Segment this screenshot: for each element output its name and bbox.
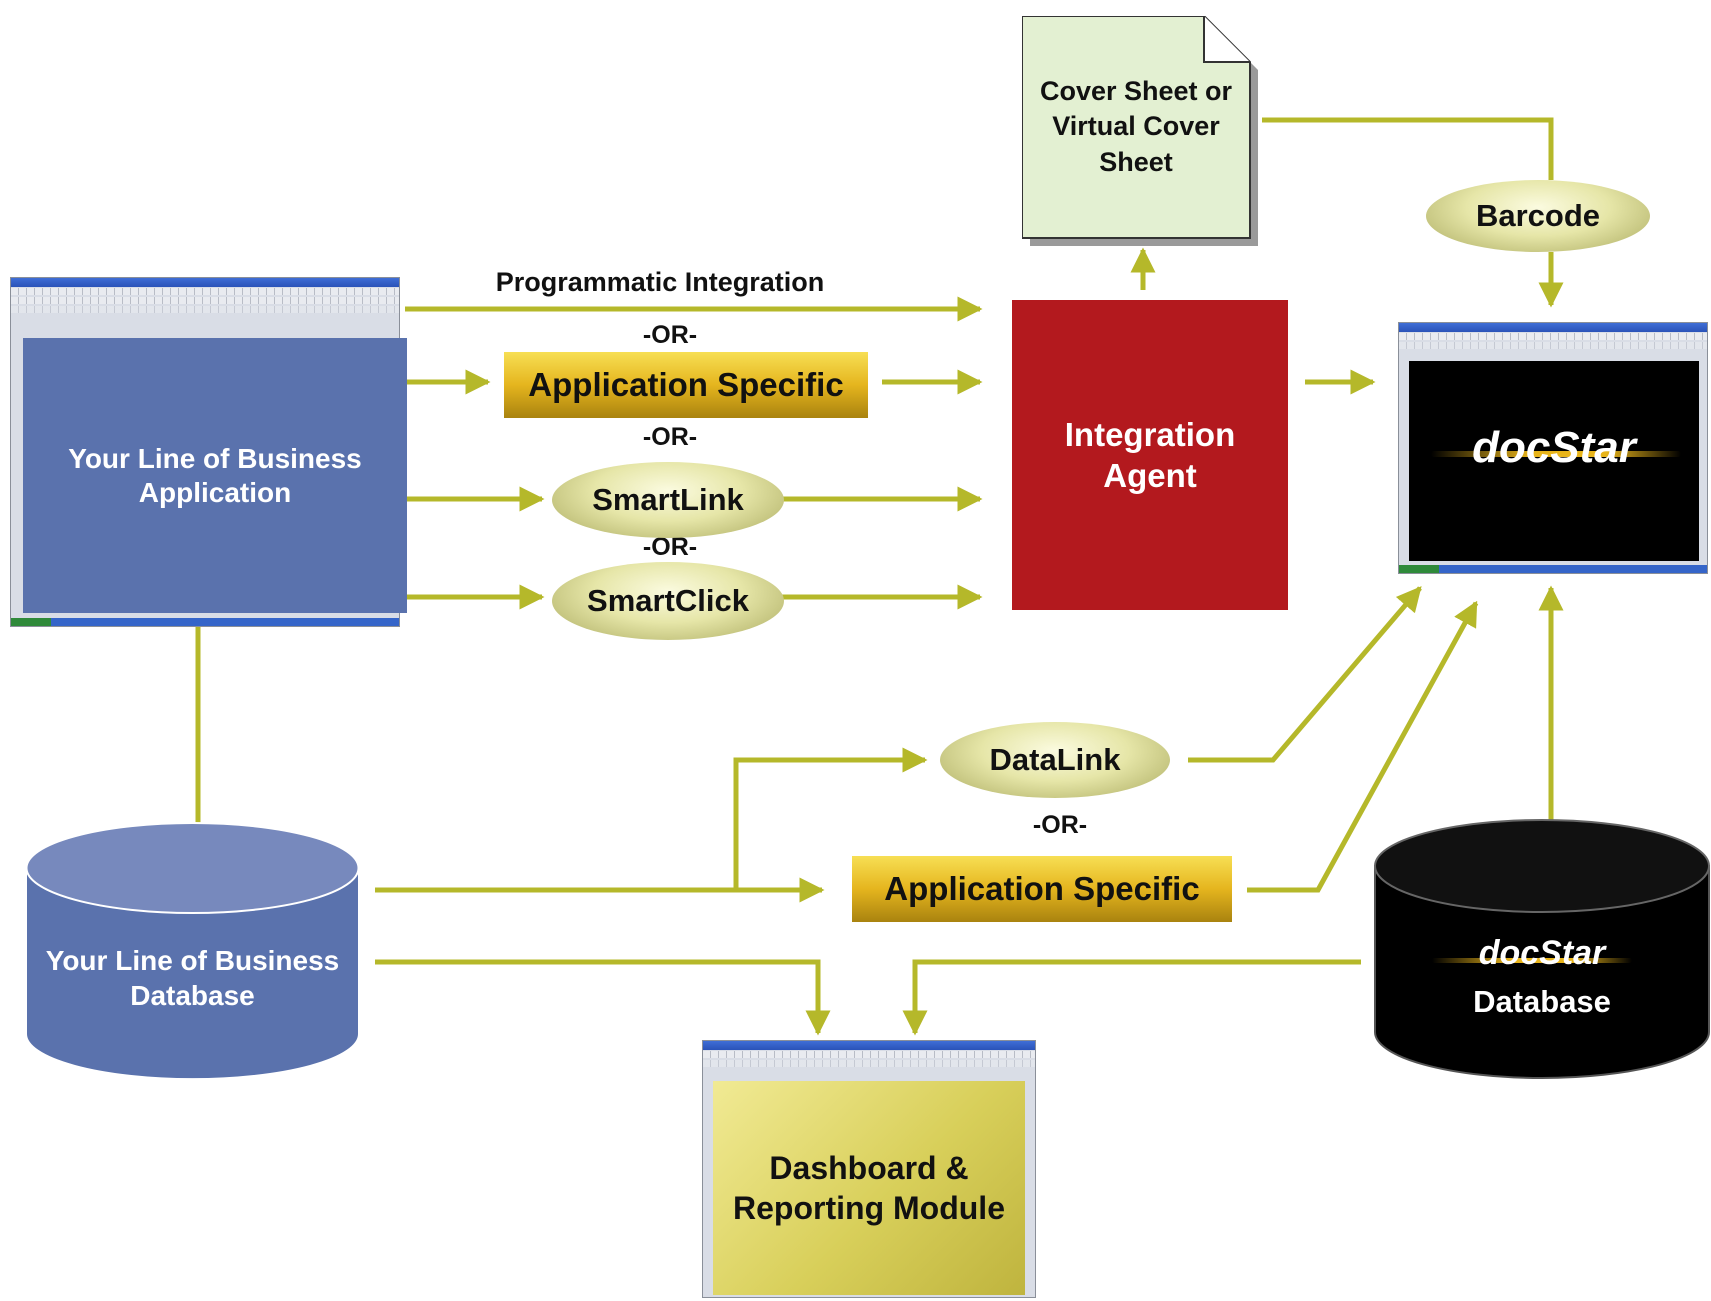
application-specific-box: Application Specific xyxy=(852,856,1232,922)
or-label: -OR- xyxy=(1032,810,1088,839)
window-toolbar xyxy=(11,306,399,313)
docstar-window: docStar xyxy=(1398,322,1708,574)
arrow-datalink-to-docstar xyxy=(1188,586,1422,763)
docstar-logo: docStar xyxy=(1478,934,1606,972)
dashboard-label: Dashboard & Reporting Module xyxy=(733,1150,1005,1226)
integration-agent-box: Integration Agent xyxy=(1012,300,1288,610)
smartclick-ellipse: SmartClick xyxy=(552,562,784,640)
or-label: -OR- xyxy=(642,320,698,349)
or-label: -OR- xyxy=(642,422,698,451)
docstar-logo: docStar xyxy=(1472,423,1636,472)
application-specific-box: Application Specific xyxy=(504,352,868,418)
lob-database-cylinder: Your Line of Business Database xyxy=(25,822,360,1080)
docstar-splash-panel: docStar xyxy=(1409,361,1699,561)
dashboard-panel: Dashboard & Reporting Module xyxy=(713,1081,1025,1295)
arrow-cover-to-barcode xyxy=(1262,117,1554,180)
arrow-lobdb-to-dashboard xyxy=(375,959,831,1036)
docstar-swoosh-icon xyxy=(1431,451,1681,457)
window-statusbar xyxy=(11,618,399,626)
database-cylinder-icon xyxy=(25,822,360,1080)
window-titlebar xyxy=(1399,323,1707,332)
window-titlebar xyxy=(703,1041,1035,1050)
window-toolbar xyxy=(703,1051,1035,1058)
cover-sheet-document: Cover Sheet or Virtual Cover Sheet xyxy=(1022,16,1258,246)
docstar-database-cylinder: docStar Database xyxy=(1374,818,1710,1080)
window-toolbar xyxy=(1399,333,1707,340)
window-statusbar xyxy=(1399,565,1707,573)
programmatic-integration-label: Programmatic Integration xyxy=(495,266,825,297)
window-toolbar xyxy=(11,297,399,304)
window-titlebar xyxy=(11,278,399,287)
docstar-database-label: Database xyxy=(1473,984,1611,1019)
dashboard-window: Dashboard & Reporting Module xyxy=(702,1040,1036,1298)
barcode-ellipse: Barcode xyxy=(1426,180,1650,252)
lob-application-window: Your Line of Business Application xyxy=(10,277,407,627)
database-cylinder-icon xyxy=(1374,819,1710,1079)
docstar-swoosh-icon xyxy=(1432,958,1632,963)
lob-application-label: Your Line of Business Application xyxy=(68,442,362,508)
smartlink-ellipse: SmartLink xyxy=(552,462,784,538)
document-shape-icon xyxy=(1022,16,1258,246)
arrow-docstardb-to-dashboard xyxy=(902,959,1361,1036)
lob-application-panel: Your Line of Business Application xyxy=(23,338,407,613)
cover-sheet-label: Cover Sheet or Virtual Cover Sheet xyxy=(1039,76,1233,177)
window-toolbar xyxy=(11,288,399,295)
datalink-ellipse: DataLink xyxy=(940,722,1170,798)
window-toolbar xyxy=(1399,342,1707,349)
lob-database-label: Your Line of Business Database xyxy=(45,945,340,1011)
arrow-appspecific2-to-docstar xyxy=(1247,600,1479,893)
window-toolbar xyxy=(703,1060,1035,1067)
arrow-lobdb-to-datalink xyxy=(375,747,928,893)
